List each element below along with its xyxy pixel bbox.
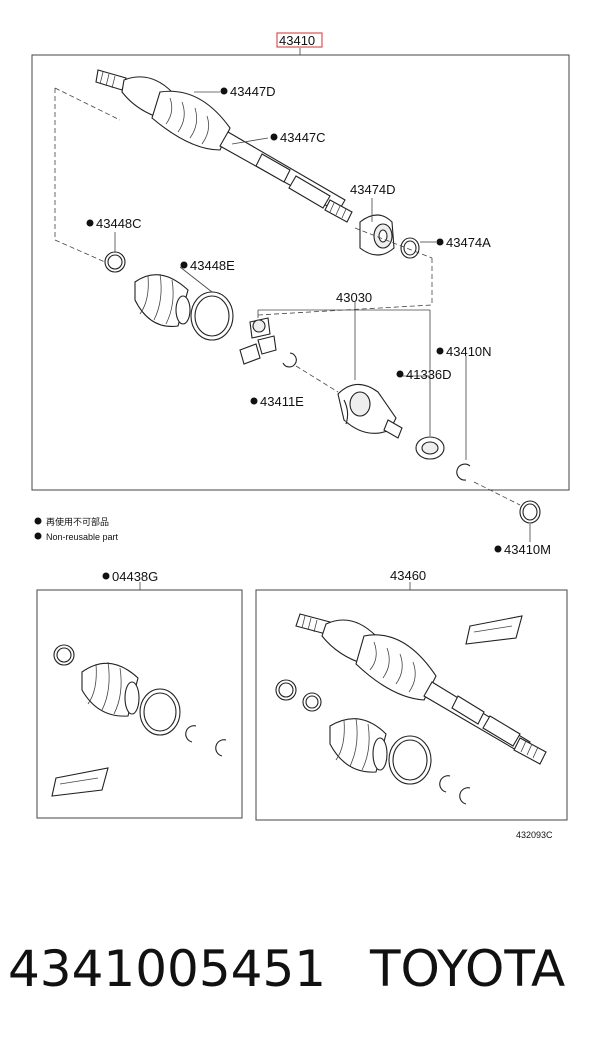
outboard-joint-box: 43460 — [255, 568, 568, 821]
inboard-boot-drawing — [134, 273, 191, 328]
legend: 再使用不可部品 Non-reusable part — [34, 516, 119, 542]
reference-code: 432093C — [516, 830, 553, 840]
label-large-clamp[interactable]: 43448E — [190, 258, 235, 273]
footer: 4341005451 TOYOTA — [0, 930, 600, 1020]
dashed-connectors — [54, 87, 521, 506]
large-clamp-drawing — [190, 291, 234, 341]
label-circlip[interactable]: 43411E — [260, 394, 304, 409]
label-damper-clamp[interactable]: 43474A — [446, 235, 491, 250]
label-outboard-joint[interactable]: 43460 — [390, 568, 426, 583]
legend-japanese: 再使用不可部品 — [46, 516, 109, 527]
label-snap-ring[interactable]: 43410N — [446, 344, 492, 359]
inboard-joint-drawing — [337, 383, 403, 439]
label-damper[interactable]: 43474D — [350, 182, 396, 197]
outboard-shaft-drawing — [95, 69, 353, 223]
assembly-number-highlight — [276, 32, 323, 48]
label-hole-snap-ring[interactable]: 43410M — [504, 542, 551, 557]
damper-drawing — [359, 214, 395, 256]
dust-seal-drawing — [415, 436, 445, 460]
leader-lines — [114, 91, 531, 542]
label-boot-clamp-inner[interactable]: 43447C — [280, 130, 326, 145]
damper-clamp-drawing — [400, 237, 420, 259]
label-boot-clamp-outer[interactable]: 43447D — [230, 84, 276, 99]
assembly-number[interactable]: 43410 — [279, 33, 315, 48]
main-assembly-box: 43410 — [31, 32, 570, 491]
label-inboard-joint[interactable]: 43030 — [336, 290, 372, 305]
legend-english: Non-reusable part — [46, 532, 119, 542]
boot-kit-box: 04438G — [36, 569, 243, 819]
small-clamp-drawing — [104, 251, 126, 273]
snap-ring-drawing — [456, 463, 471, 481]
tripod-drawing — [239, 317, 277, 365]
footer-part-number: 4341005451 — [8, 940, 327, 998]
circlip-drawing — [282, 352, 297, 368]
main-labels: 43447D 43447C 43474D 43474A 43448C 43448… — [86, 84, 551, 557]
hole-snap-ring-drawing — [519, 500, 541, 524]
label-boot-kit[interactable]: 04438G — [112, 569, 158, 584]
label-small-clamp[interactable]: 43448C — [96, 216, 142, 231]
footer-brand: TOYOTA — [370, 940, 566, 998]
label-dust-seal[interactable]: 41336D — [406, 367, 452, 382]
